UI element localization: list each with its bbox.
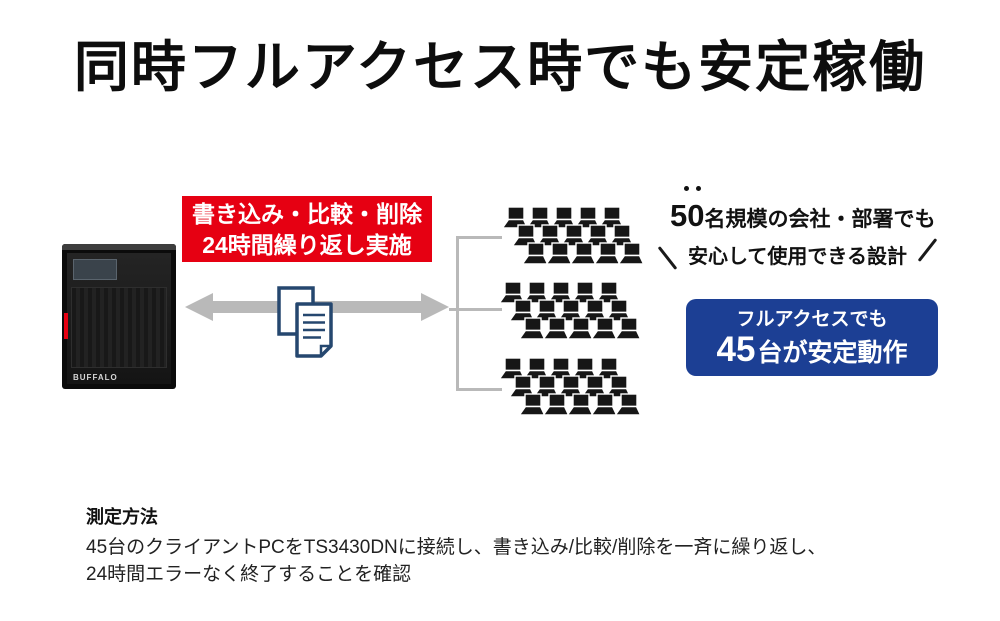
measurement-heading: 測定方法 — [86, 507, 158, 527]
laptop-icon — [520, 242, 550, 266]
connector-stub-bottom — [456, 388, 502, 391]
nas-power-led — [64, 313, 68, 339]
laptop-icon — [613, 393, 643, 417]
laptop-icon — [517, 317, 547, 341]
emphasis-dots-icon — [684, 186, 701, 191]
nas-device: BUFFALO — [62, 244, 176, 389]
laptop-icon — [510, 224, 540, 248]
laptop-icon — [616, 242, 646, 266]
measurement-line2: 24時間エラーなく終了することを確認 — [86, 564, 412, 585]
laptop-icon — [592, 242, 622, 266]
connector-vertical-line — [456, 236, 459, 391]
result-badge-line1: フルアクセスでも — [736, 309, 888, 330]
laptop-icon — [541, 393, 571, 417]
result-badge-line2: 45台が安定動作 — [686, 331, 938, 372]
result-badge: フルアクセスでも 45台が安定動作 — [686, 299, 938, 376]
laptop-icon — [544, 242, 574, 266]
laptop-cluster — [497, 357, 643, 417]
laptop-icon — [589, 317, 619, 341]
capacity-text: 名規模の会社・部署でも — [704, 208, 936, 231]
nas-lcd-display — [73, 259, 117, 280]
emphasis-slash-left-icon — [657, 246, 678, 270]
measurement-line1: 45台のクライアントPCをTS3430DNに接続し、書き込み/比較/削除を一斉に… — [86, 537, 827, 558]
laptop-icon — [613, 317, 643, 341]
laptop-icon — [521, 357, 551, 381]
laptop-icon — [545, 357, 575, 381]
result-number: 45 — [716, 330, 756, 369]
connector-stub-top — [456, 236, 502, 239]
laptop-icon — [565, 317, 595, 341]
connector-stub-middle — [449, 308, 502, 311]
laptop-icon — [565, 393, 595, 417]
nas-top-edge — [62, 244, 176, 250]
nas-drive-door — [71, 287, 167, 368]
laptop-cluster — [497, 281, 643, 341]
workload-label-line1: 書き込み・比較・削除 — [192, 201, 422, 227]
laptop-icon — [507, 375, 537, 399]
laptop-cluster — [500, 206, 646, 266]
emphasis-slash-right-icon — [917, 238, 938, 262]
page-title: 同時フルアクセス時でも安定稼働 — [73, 36, 927, 98]
workload-label-line2: 24時間繰り返し実施 — [202, 232, 412, 258]
result-text: 台が安定動作 — [757, 339, 908, 367]
documents-icon — [277, 286, 335, 358]
measurement-note: 測定方法 45台のクライアントPCをTS3430DNに接続し、書き込み/比較/削… — [86, 503, 946, 588]
nas-front-panel: BUFFALO — [64, 253, 171, 384]
laptop-icon — [589, 393, 619, 417]
nas-brand-logo: BUFFALO — [73, 373, 118, 382]
laptop-icon — [517, 393, 547, 417]
laptop-icon — [541, 317, 571, 341]
laptop-icon — [568, 242, 598, 266]
workload-label: 書き込み・比較・削除 24時間繰り返し実施 — [182, 196, 432, 262]
capacity-number: 50 — [670, 198, 705, 233]
laptop-icon — [569, 357, 599, 381]
capacity-callout-line2: 安心して使用できる設計 — [688, 246, 907, 268]
